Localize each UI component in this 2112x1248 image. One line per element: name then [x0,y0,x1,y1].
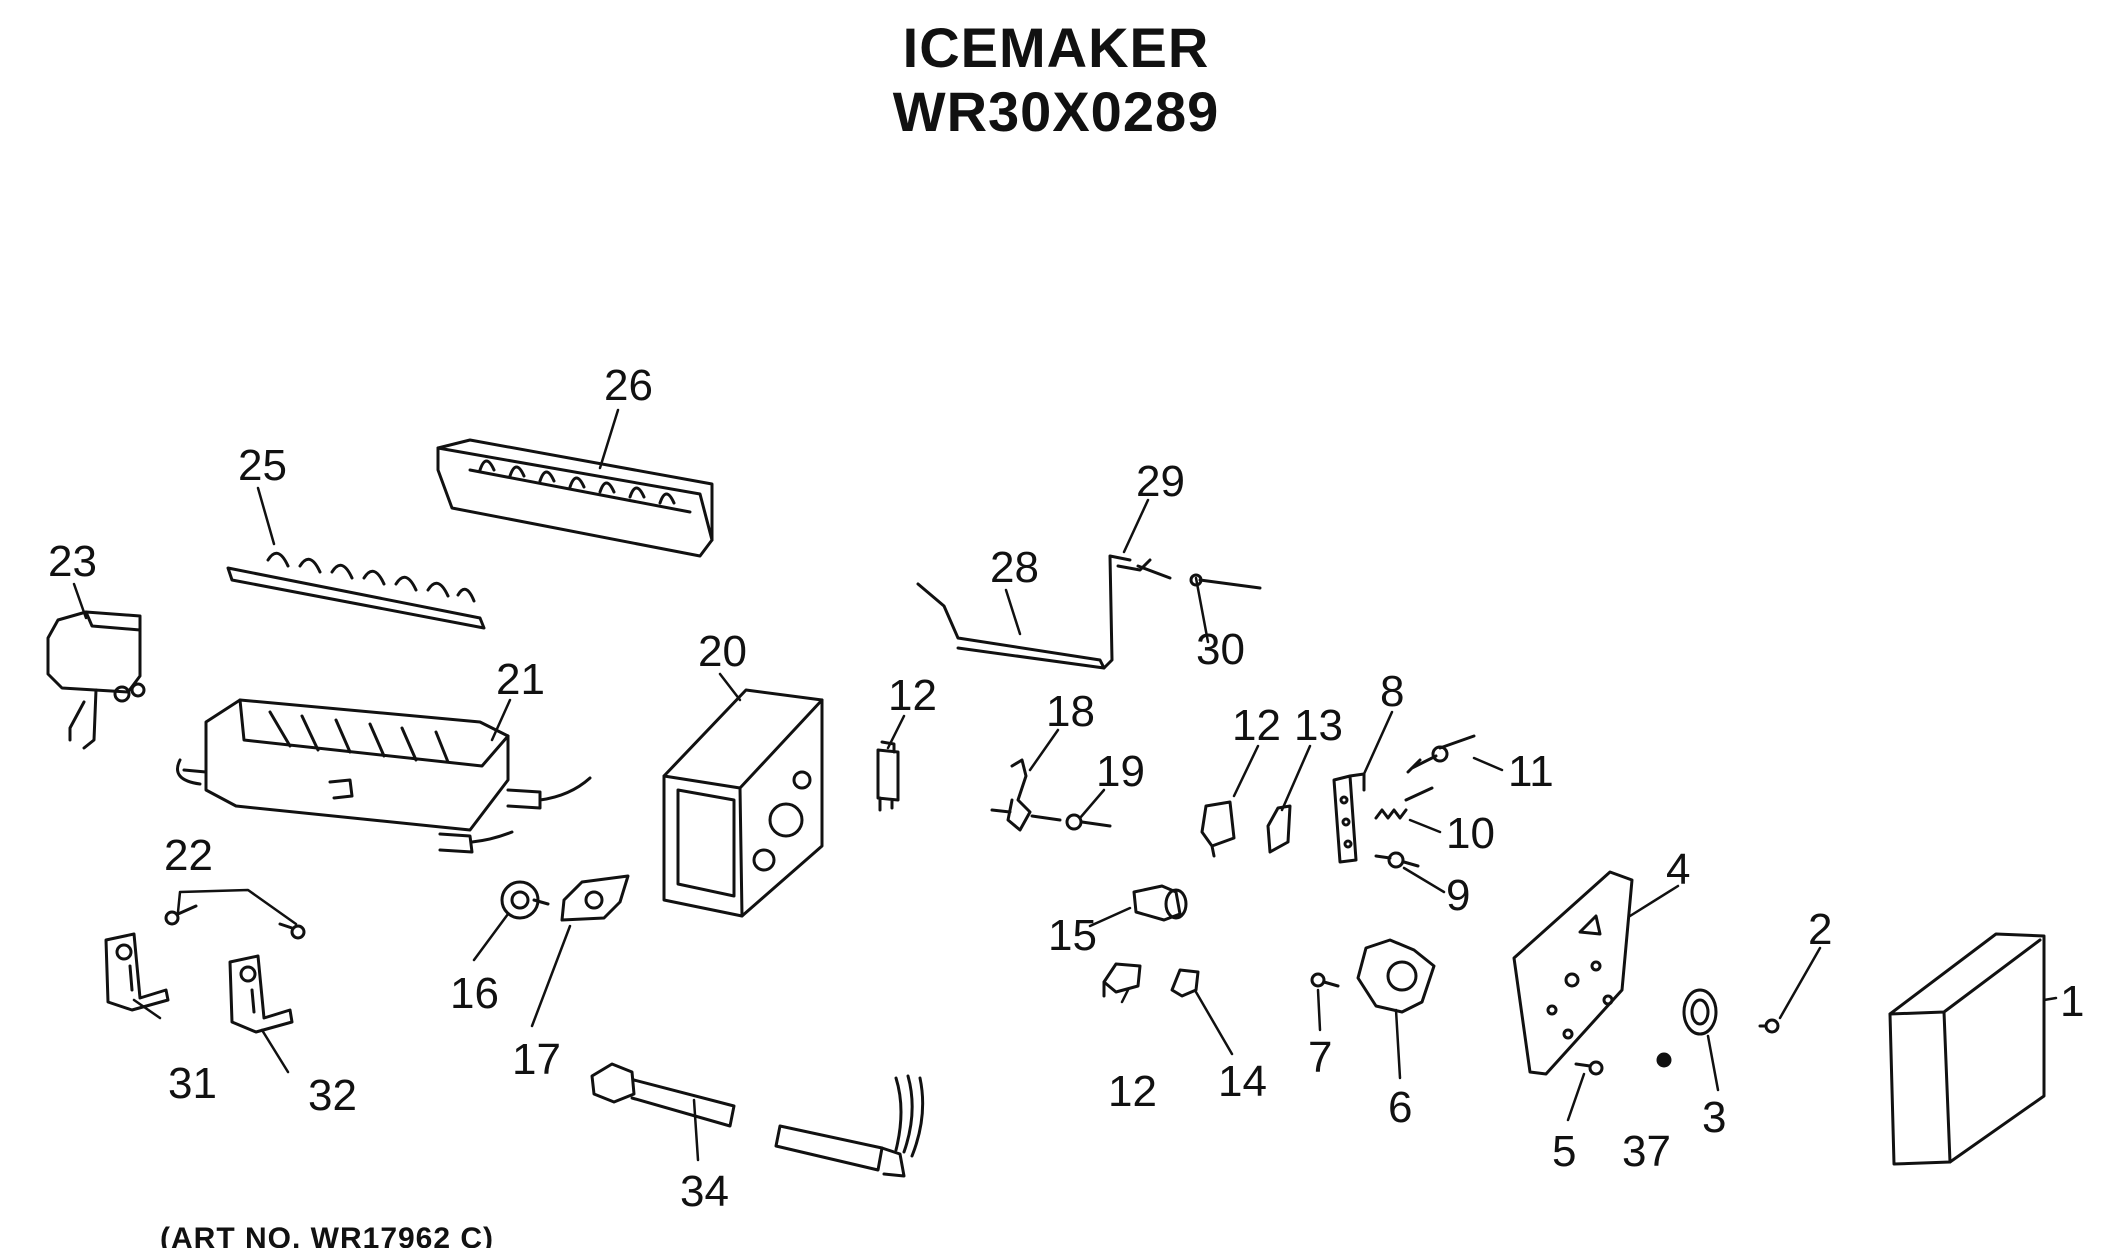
part-31-bracket [104,932,170,1012]
part-6-motor [1356,938,1436,1014]
part-25-ejector [226,551,486,630]
callout-3: 3 [1702,1093,1726,1142]
callout-16: 16 [450,969,499,1018]
callout-15: 15 [1048,911,1097,960]
part-3-knob [1682,988,1718,1036]
callout-12-middle: 12 [1232,701,1281,750]
callout-labels: 26 25 23 21 20 29 28 30 12 18 19 12 13 8… [48,361,2084,1216]
callout-14: 14 [1218,1057,1267,1106]
part-17-plate [560,874,630,922]
part-20-housing [662,688,824,918]
part-22-screws [164,904,306,940]
art-number: (ART NO. WR17962 C) [160,1222,495,1248]
callout-37: 37 [1622,1127,1671,1176]
part-4-mounting-plate [1512,870,1634,1076]
callout-9: 9 [1446,871,1470,920]
callout-5: 5 [1552,1127,1576,1176]
part-13-cam [1266,804,1292,854]
callout-31: 31 [168,1059,217,1108]
diagram-title: ICEMAKER [902,16,1210,79]
callout-21: 21 [496,655,545,704]
part-32-bracket [228,954,294,1034]
part-23-fill-cup [46,610,146,750]
callout-17: 17 [512,1035,561,1084]
callout-29: 29 [1136,457,1185,506]
part-37-button [1656,1052,1672,1068]
callout-10: 10 [1446,809,1495,858]
callout-22: 22 [164,831,213,880]
part-21-mold [176,698,592,854]
callout-19: 19 [1096,747,1145,796]
part-34-harness [590,1062,925,1178]
callout-2: 2 [1808,905,1832,954]
callout-32: 32 [308,1071,357,1120]
callout-28: 28 [990,543,1039,592]
part-8-bracket [1332,772,1366,864]
callout-12-upper: 12 [888,671,937,720]
model-number: WR30X0289 [892,80,1220,143]
callout-30: 30 [1196,625,1245,674]
part-12-switch-c [1102,962,1142,998]
leader-lines [72,408,2058,1162]
callout-13: 13 [1294,701,1343,750]
part-9-screw [1374,851,1420,869]
part-12-switch-a [876,740,900,812]
callout-12-lower: 12 [1108,1067,1157,1116]
callout-25: 25 [238,441,287,490]
part-12-switch-b [1200,800,1236,858]
part-1-front-cover [1888,932,2046,1166]
part-15-thermostat [1132,884,1188,922]
part-28-feeler-arm [916,554,1262,670]
callout-8: 8 [1380,667,1404,716]
part-7-screw [1310,972,1340,988]
callout-1: 1 [2060,977,2084,1026]
callout-20: 20 [698,627,747,676]
part-5-screw [1574,1060,1604,1076]
callout-4: 4 [1666,845,1690,894]
callout-7: 7 [1308,1033,1332,1082]
part-2-screw [1758,1018,1780,1034]
callout-26: 26 [604,361,653,410]
part-18-lever [990,758,1112,832]
part-11-screw [1406,734,1476,774]
callout-11: 11 [1508,747,1554,796]
callout-6: 6 [1388,1083,1412,1132]
part-16-gear [500,880,550,920]
part-14-clip [1170,968,1200,998]
part-26-cover [436,438,714,558]
callout-18: 18 [1046,687,1095,736]
part-10-spring [1374,786,1434,820]
callout-23: 23 [48,537,97,586]
callout-34: 34 [680,1167,729,1216]
